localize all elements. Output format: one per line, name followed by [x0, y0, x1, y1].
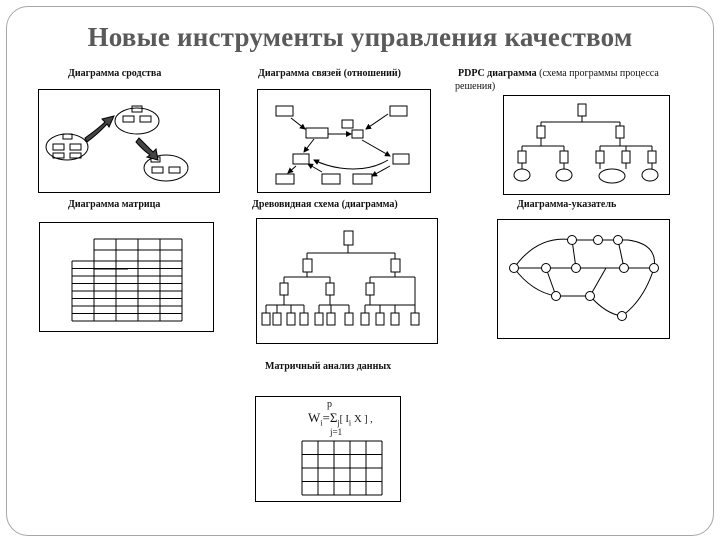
formula: Wi=Σj[ Ii X ] , — [308, 410, 373, 428]
tree-leaf-box — [390, 312, 400, 326]
pdpc-diagram-figure — [513, 103, 659, 184]
caption-arrow-diagram: Диаграмма-указатель — [517, 199, 617, 210]
relations-diagram-figure — [275, 105, 410, 185]
caption-matrix-diagram: Диаграмма матрица — [68, 199, 161, 210]
matrix-diagram-figure — [71, 238, 183, 322]
affinity-diagram-panel — [38, 89, 220, 193]
tree-diagram-figure — [261, 230, 420, 326]
tree-leaf-box — [261, 312, 271, 326]
caption-tree-diagram: Древовидная схема (диаграмма) — [252, 199, 398, 210]
tree-leaf-box — [375, 312, 385, 326]
data-analysis-grid — [301, 440, 383, 496]
data-analysis-panel: p Wi=Σj[ Ii X ] , j=1 — [255, 396, 401, 502]
tree-leaf-box — [286, 312, 296, 326]
tree-leaf-box — [344, 312, 354, 326]
arrow-diagram-figure — [509, 235, 659, 321]
caption-pdpc-diagram: PDPC диаграмма (схема программы процесса — [458, 68, 659, 79]
tree-leaf-box — [410, 312, 420, 326]
tree-diagram-panel — [256, 218, 438, 344]
affinity-diagram-figure — [45, 105, 189, 182]
slide-title: Новые инструменты управления качеством — [87, 22, 633, 52]
formula-upper-limit: p — [327, 399, 332, 410]
tree-leaf-box — [272, 312, 282, 326]
arrow-diagram-panel — [497, 219, 670, 339]
tree-leaf-box — [314, 312, 324, 326]
formula-lower-limit: j=1 — [330, 427, 343, 437]
caption-pdpc-diagram-line2: решения) — [455, 81, 496, 92]
pdpc-diagram-panel — [503, 95, 670, 195]
relations-diagram-panel — [257, 89, 431, 193]
caption-matrix-data-analysis: Матричный анализ данных — [265, 361, 392, 372]
caption-affinity-diagram: Диаграмма сродства — [68, 68, 162, 79]
tree-leaf-box — [326, 312, 336, 326]
tree-leaf-box — [360, 312, 370, 326]
matrix-diagram-panel — [39, 222, 214, 332]
tree-leaf-box — [299, 312, 309, 326]
caption-relations-diagram: Диаграмма связей (отношений) — [258, 68, 402, 79]
